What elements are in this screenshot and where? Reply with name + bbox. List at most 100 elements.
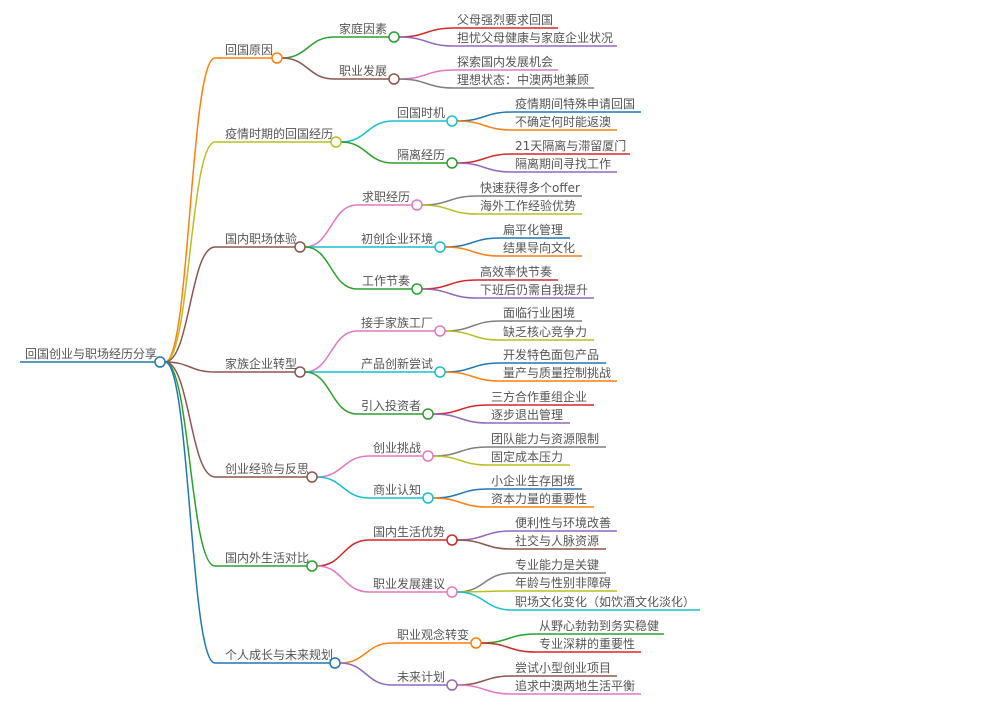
leaf-node-label[interactable]: 专业深耕的重要性 <box>539 636 635 651</box>
subbranch-node-label[interactable]: 回国时机 <box>397 106 445 120</box>
leaf-edge <box>421 195 478 206</box>
subbranch-node-toggle[interactable] <box>446 679 458 691</box>
subbranch-node-label[interactable]: 接手家族工厂 <box>361 315 433 330</box>
subbranch-node-label[interactable]: 工作节奏 <box>362 274 410 288</box>
leaf-node-label[interactable]: 年龄与性别非障碍 <box>515 575 611 590</box>
root-node-label[interactable]: 回国创业与职场经历分享 <box>25 346 157 361</box>
subbranch-node-label[interactable]: 求职经历 <box>362 190 410 204</box>
subbranch-node-label[interactable]: 职业发展建议 <box>373 576 445 591</box>
subbranch-node-toggle[interactable] <box>388 73 400 85</box>
branch-node-toggle[interactable] <box>330 136 342 148</box>
leaf-node-label[interactable]: 职场文化变化（如饮酒文化淡化） <box>515 594 695 609</box>
leaf-node-label[interactable]: 社交与人脉资源 <box>515 533 599 548</box>
subbranch-node-label[interactable]: 产品创新尝试 <box>361 356 433 371</box>
leaf-edge <box>444 246 501 257</box>
leaf-node-label[interactable]: 团队能力与资源限制 <box>491 431 599 446</box>
leaf-node-label[interactable]: 理想状态：中澳两地兼顾 <box>457 72 589 87</box>
subbranch-node-toggle[interactable] <box>434 325 446 337</box>
leaf-edge <box>432 446 489 457</box>
subbranch-node-toggle[interactable] <box>411 199 423 211</box>
subbranch-edge <box>316 476 370 499</box>
leaf-node-label[interactable]: 从野心勃勃到务实稳健 <box>539 618 659 633</box>
leaf-node-label[interactable]: 海外工作经验优势 <box>480 198 576 213</box>
subbranch-edge <box>304 204 358 248</box>
leaf-node-label[interactable]: 高效率快节奏 <box>480 264 552 279</box>
leaf-node-label[interactable]: 不确定何时能返澳 <box>515 114 611 129</box>
subbranch-node-toggle[interactable] <box>446 115 458 127</box>
leaf-node-label[interactable]: 下班后仍需自我提升 <box>480 282 588 297</box>
leaf-edge <box>421 288 478 299</box>
leaf-node-label[interactable]: 结果导向文化 <box>503 240 575 255</box>
branch-edge <box>164 57 216 363</box>
subbranch-node-toggle[interactable] <box>446 586 458 598</box>
leaf-node-label[interactable]: 快速获得多个offer <box>480 180 580 195</box>
subbranch-node-label[interactable]: 家庭因素 <box>339 21 387 36</box>
leaf-edge <box>456 111 513 122</box>
leaf-edge <box>456 572 513 593</box>
leaf-node-label[interactable]: 21天隔离与滞留厦门 <box>515 138 626 153</box>
subbranch-edge <box>316 565 370 593</box>
leaf-node-label[interactable]: 担忧父母健康与家庭企业状况 <box>457 30 613 45</box>
subbranch-node-label[interactable]: 初创企业环境 <box>361 231 433 246</box>
leaf-node-label[interactable]: 量产与质量控制挑战 <box>503 366 611 380</box>
subbranch-node-label[interactable]: 职业发展 <box>339 63 387 78</box>
subbranch-node-label[interactable]: 引入投资者 <box>361 398 421 413</box>
branch-node-toggle[interactable] <box>329 657 341 669</box>
leaf-edge <box>456 539 513 550</box>
leaf-node-label[interactable]: 逐步退出管理 <box>491 407 563 422</box>
leaf-node-label[interactable]: 开发特色面包产品 <box>503 347 599 362</box>
branch-node-toggle[interactable] <box>271 52 283 64</box>
subbranch-node-toggle[interactable] <box>422 492 434 504</box>
subbranch-node-toggle[interactable] <box>470 637 482 649</box>
leaf-node-label[interactable]: 固定成本压力 <box>491 449 563 464</box>
subbranch-node-toggle[interactable] <box>388 31 400 43</box>
branch-node-toggle[interactable] <box>294 366 306 378</box>
branch-node-toggle[interactable] <box>306 560 318 572</box>
branch-node-label[interactable]: 疫情时期的回国经历 <box>225 126 333 141</box>
subbranch-node-toggle[interactable] <box>434 241 446 253</box>
leaf-edge <box>432 455 489 466</box>
leaf-node-label[interactable]: 疫情期间特殊申请回国 <box>515 96 635 111</box>
branch-node-label[interactable]: 个人成长与未来规划 <box>225 647 333 662</box>
subbranch-node-toggle[interactable] <box>434 366 446 378</box>
leaf-node-label[interactable]: 专业能力是关键 <box>515 557 599 572</box>
branch-node-label[interactable]: 家族企业转型 <box>225 356 297 371</box>
subbranch-node-label[interactable]: 创业挑战 <box>373 441 421 455</box>
subbranch-node-toggle[interactable] <box>446 157 458 169</box>
leaf-node-label[interactable]: 隔离期间寻找工作 <box>515 156 611 171</box>
subbranch-node-toggle[interactable] <box>446 534 458 546</box>
branch-node-label[interactable]: 创业经验与反思 <box>225 461 309 476</box>
subbranch-node-label[interactable]: 隔离经历 <box>397 147 445 162</box>
leaf-edge <box>480 633 537 644</box>
leaf-node-label[interactable]: 探索国内发展机会 <box>457 54 553 69</box>
leaf-node-label[interactable]: 缺乏核心竞争力 <box>503 324 587 339</box>
leaf-edge <box>398 78 455 89</box>
leaf-node-label[interactable]: 面临行业困境 <box>503 305 575 320</box>
branch-node-toggle[interactable] <box>294 241 306 253</box>
subbranch-edge <box>339 642 393 664</box>
subbranch-node-toggle[interactable] <box>411 283 423 295</box>
subbranch-node-label[interactable]: 商业认知 <box>373 482 421 497</box>
leaf-node-label[interactable]: 资本力量的重要性 <box>491 491 587 506</box>
leaf-edge <box>456 530 513 541</box>
branch-node-label[interactable]: 回国原因 <box>225 43 273 57</box>
branch-node-label[interactable]: 国内职场体验 <box>225 231 297 246</box>
leaf-node-label[interactable]: 追求中澳两地生活平衡 <box>515 678 635 693</box>
leaf-node-label[interactable]: 便利性与环境改善 <box>515 515 611 530</box>
branch-node-toggle[interactable] <box>306 471 318 483</box>
subbranch-node-toggle[interactable] <box>422 408 434 420</box>
leaf-node-label[interactable]: 父母强烈要求回国 <box>457 13 553 27</box>
branch-edge <box>164 141 216 363</box>
subbranch-node-label[interactable]: 国内生活优势 <box>373 525 445 539</box>
leaf-edge <box>444 330 501 341</box>
root-node-toggle[interactable] <box>154 356 166 368</box>
branch-node-label[interactable]: 国内外生活对比 <box>225 551 309 565</box>
subbranch-node-label[interactable]: 职业观念转变 <box>397 627 469 642</box>
leaf-node-label[interactable]: 小企业生存困境 <box>491 473 575 488</box>
subbranch-node-label[interactable]: 未来计划 <box>397 670 445 684</box>
subbranch-edge <box>316 539 370 567</box>
leaf-node-label[interactable]: 三方合作重组企业 <box>491 389 587 404</box>
leaf-node-label[interactable]: 尝试小型创业项目 <box>515 660 611 675</box>
subbranch-node-toggle[interactable] <box>422 450 434 462</box>
leaf-node-label[interactable]: 扁平化管理 <box>503 222 563 237</box>
